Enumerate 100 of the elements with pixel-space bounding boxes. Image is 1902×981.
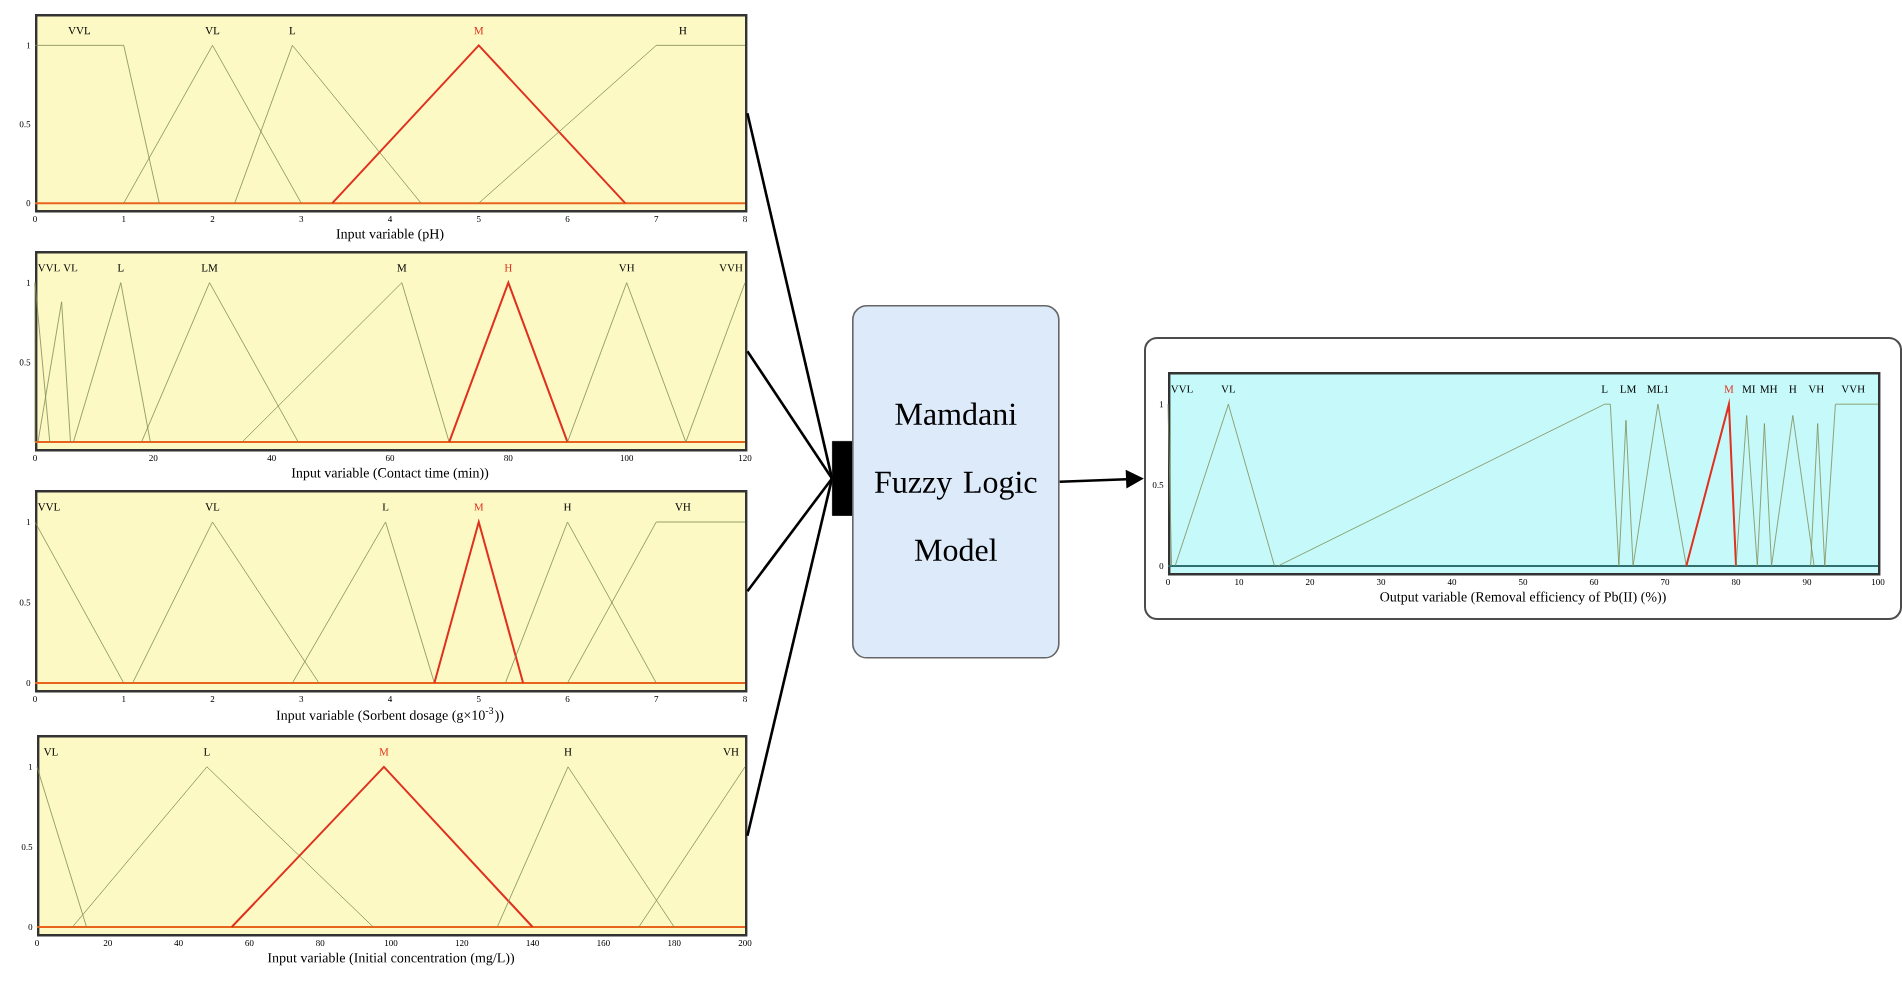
tick-label: 0.5 <box>19 599 31 606</box>
tick-label: 6 <box>565 216 570 223</box>
tick-label: 140 <box>526 939 540 947</box>
tick-label: 40 <box>1447 578 1457 586</box>
tick-label: 3 <box>299 216 304 223</box>
tick-label: 4 <box>387 696 393 702</box>
connector-line <box>746 112 834 479</box>
function-label: M <box>474 27 484 35</box>
function-label: VL <box>63 264 78 272</box>
function-label: L <box>1601 385 1608 393</box>
tick-label: 3 <box>299 696 304 703</box>
tick-label: 0 <box>1159 562 1164 569</box>
tick-label: 60 <box>245 939 254 947</box>
function-label: MI <box>1742 385 1756 393</box>
tick-label: 0.5 <box>19 359 31 366</box>
tick-label: 0 <box>33 695 37 703</box>
tick-label: 30 <box>1376 578 1386 586</box>
function-label: L <box>117 264 124 272</box>
tick-label: 0 <box>26 200 31 207</box>
tick-label: 1 <box>28 763 33 770</box>
connector-line <box>746 478 834 836</box>
function-label: VH <box>723 748 739 756</box>
tick-label: 0 <box>33 454 37 462</box>
tick-label: 5 <box>477 696 481 702</box>
tick-label: 5 <box>477 216 481 222</box>
tick-label: 50 <box>1519 578 1528 586</box>
tick-label: 0 <box>28 924 33 931</box>
function-label: VL <box>43 748 58 756</box>
function-label: VL <box>205 503 220 511</box>
function-label: VH <box>618 264 635 272</box>
tick-label: 120 <box>739 454 752 462</box>
tick-label: 7 <box>654 216 659 222</box>
model-box: Mamdani Fuzzy Logic Model <box>852 305 1060 659</box>
function-label: M <box>379 748 389 756</box>
tick-label: 160 <box>597 939 610 947</box>
function-label: ML1 <box>1647 385 1669 393</box>
tick-label: 0 <box>1166 578 1170 586</box>
function-label: LM <box>1620 385 1637 393</box>
tick-label: 70 <box>1661 578 1670 586</box>
tick-label: 120 <box>455 939 469 947</box>
tick-label: 100 <box>385 939 398 947</box>
function-label: VL <box>1221 385 1236 393</box>
function-label: VVH <box>719 264 743 272</box>
tick-label: 2 <box>210 216 215 222</box>
tick-label: 60 <box>385 454 395 462</box>
tick-label: 1 <box>122 216 126 222</box>
function-label: VVL <box>68 26 90 35</box>
tick-label: 200 <box>738 939 752 947</box>
function-label: LM <box>201 264 218 272</box>
junction-bar <box>832 441 853 516</box>
tick-label: 10 <box>1235 578 1244 586</box>
connector-line <box>746 477 834 592</box>
axis-label: Input variable (Sorbent dosage (g×10$^{-3}$)) <box>276 707 504 723</box>
tick-label: 0.5 <box>1152 482 1164 489</box>
tick-label: 8 <box>743 215 747 223</box>
function-label: VVL <box>37 503 60 511</box>
tick-label: 4 <box>387 216 393 222</box>
function-label: M <box>474 503 484 511</box>
tick-label: 40 <box>174 939 183 947</box>
function-label: H <box>564 748 572 756</box>
tick-label: 1 <box>1159 401 1164 408</box>
tick-label: 1 <box>26 42 31 49</box>
tick-label: 1 <box>26 519 31 525</box>
tick-label: 80 <box>504 454 513 462</box>
tick-label: 0 <box>26 679 31 687</box>
tick-label: 0.5 <box>19 121 31 128</box>
tick-label: 0 <box>33 215 37 223</box>
tick-label: 40 <box>267 454 276 462</box>
axis-label: Input variable (pH) <box>336 228 444 242</box>
tick-label: 180 <box>668 939 681 947</box>
tick-label: 100 <box>620 454 634 462</box>
tick-label: 1 <box>26 279 31 286</box>
tick-label: 7 <box>654 696 659 702</box>
tick-label: 60 <box>1589 578 1599 586</box>
tick-label: 2 <box>210 696 215 702</box>
function-label: H <box>1789 385 1797 393</box>
connector-line <box>746 350 834 480</box>
axis-label: Input variable (Initial concentration (mg/L)) <box>267 952 515 966</box>
axis-label: Output variable (Removal efficiency of Pb(II) (%)) <box>1380 591 1666 605</box>
function-label: VVL <box>37 264 60 272</box>
function-label: VL <box>205 26 220 35</box>
tick-label: 6 <box>565 696 570 703</box>
tick-label: 100 <box>1872 578 1885 586</box>
tick-label: 20 <box>1305 578 1315 586</box>
function-label: M <box>1724 385 1734 393</box>
function-label: VVH <box>1841 385 1865 393</box>
tick-label: 8 <box>743 695 747 703</box>
function-label: MH <box>1760 385 1778 393</box>
function-label: VH <box>675 503 691 511</box>
function-label: VH <box>1808 385 1824 393</box>
tick-label: 0.5 <box>21 843 33 850</box>
axis-label: Input variable (Contact time (min)) <box>291 467 489 481</box>
tick-label: 0 <box>35 939 39 947</box>
tick-label: 80 <box>316 939 325 947</box>
function-label: L <box>203 748 210 756</box>
function-label: H <box>563 503 572 511</box>
tick-label: 80 <box>1731 578 1741 586</box>
function-label: VVL <box>1170 385 1193 393</box>
tick-label: 1 <box>122 696 126 702</box>
function-label: H <box>679 27 687 35</box>
